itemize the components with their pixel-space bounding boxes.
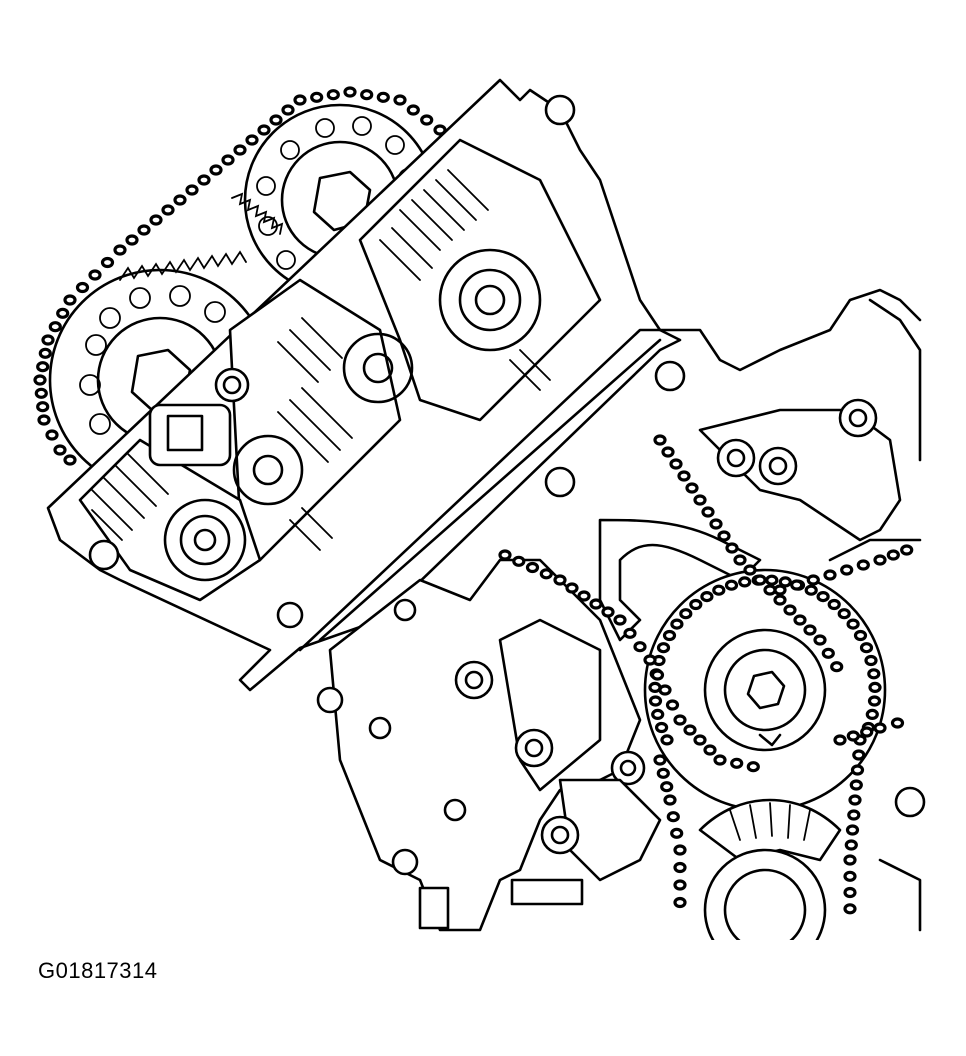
crankshaft-sprocket [643,568,887,812]
right-chain-tensioner [698,298,926,932]
cam-bearing-cap-upper [358,138,602,422]
engine-timing-chain-diagram [33,78,926,940]
cover-bolt-holes [88,94,686,629]
figure-id-label: G01817314 [38,958,158,983]
left-chain-tensioner [454,618,646,792]
chain-links [33,86,914,915]
oil-pump-drive-sprocket [698,798,842,940]
cam-bearing-cap-lower [78,438,262,602]
chain-guide-center [510,518,762,906]
cam-holding-tool [148,367,250,467]
